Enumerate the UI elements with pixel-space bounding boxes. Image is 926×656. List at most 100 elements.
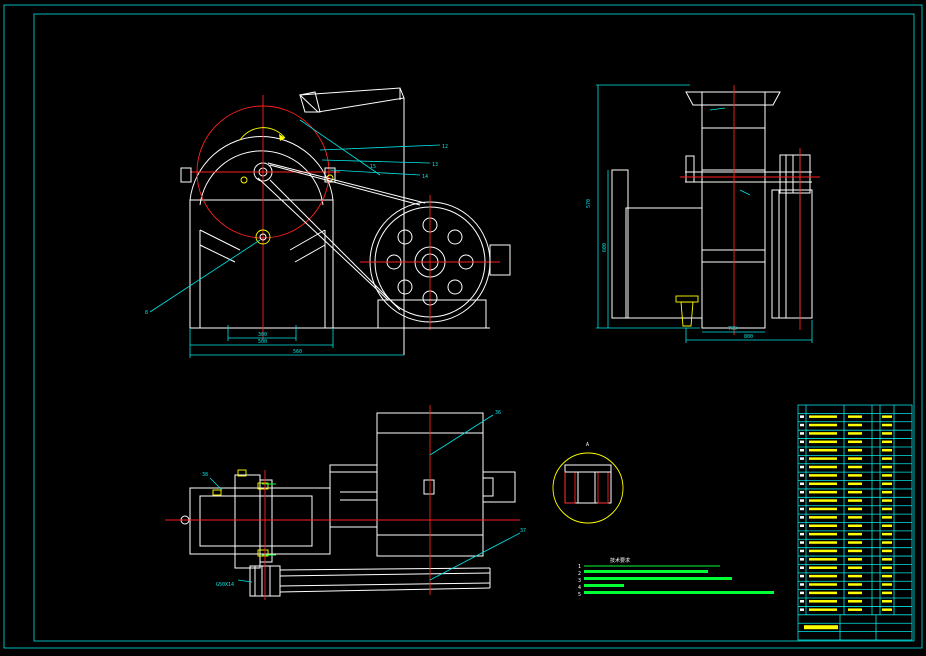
parts-code-cell <box>809 600 837 603</box>
side-dim-800: 800 <box>744 334 753 340</box>
parts-material-cell <box>882 574 892 578</box>
parts-code-cell <box>809 457 837 460</box>
parts-index-cell <box>800 591 804 595</box>
front-dim-300: 300 <box>258 332 267 338</box>
parts-name-cell <box>848 558 862 561</box>
parts-code-cell <box>809 465 837 469</box>
parts-index-cell <box>800 566 804 569</box>
parts-material-cell <box>882 457 892 460</box>
parts-name-cell <box>848 608 862 611</box>
parts-code-cell <box>809 490 837 494</box>
parts-index-cell <box>800 432 804 435</box>
parts-code-cell <box>809 574 837 578</box>
parts-material-cell <box>882 600 892 603</box>
parts-name-cell <box>848 482 862 486</box>
front-dim-560: 560 <box>293 349 302 355</box>
note-num-1: 1 <box>578 564 581 570</box>
parts-name-cell <box>848 566 862 569</box>
parts-material-cell <box>882 541 892 544</box>
side-dim-730: 730 <box>728 326 737 332</box>
front-dim-500: 500 <box>258 339 267 345</box>
parts-material-cell <box>882 566 892 569</box>
top-callout: G50X14 <box>216 582 234 588</box>
side-dim-600: 600 <box>602 243 608 252</box>
parts-material-cell <box>882 549 892 553</box>
balloon-8: 8 <box>145 310 148 316</box>
parts-name-cell <box>848 600 862 603</box>
parts-name-cell <box>848 499 862 502</box>
parts-index-cell <box>800 490 804 494</box>
parts-name-cell <box>848 448 862 452</box>
parts-code-cell <box>809 482 837 486</box>
parts-index-cell <box>800 465 804 469</box>
title-block-name <box>804 625 838 630</box>
parts-material-cell <box>882 499 892 502</box>
parts-code-cell <box>809 423 837 427</box>
parts-index-cell <box>800 415 804 418</box>
side-view: 570 600 730 800 <box>586 84 820 343</box>
side-dim-570: 570 <box>586 199 592 208</box>
parts-index-cell <box>800 608 804 611</box>
parts-index-cell <box>800 583 804 586</box>
balloon-12: 12 <box>442 144 448 150</box>
parts-material-cell <box>882 440 892 444</box>
parts-index-cell <box>800 448 804 452</box>
parts-code-cell <box>809 499 837 502</box>
parts-name-cell <box>848 549 862 553</box>
parts-material-cell <box>882 465 892 469</box>
note-num-2: 2 <box>578 571 581 577</box>
parts-code-cell <box>809 608 837 611</box>
parts-material-cell <box>882 474 892 477</box>
parts-code-cell <box>809 415 837 418</box>
parts-code-cell <box>809 583 837 586</box>
parts-code-cell <box>809 432 837 435</box>
parts-material-cell <box>882 482 892 486</box>
parts-index-cell <box>800 574 804 578</box>
parts-name-cell <box>848 490 862 494</box>
parts-name-cell <box>848 541 862 544</box>
parts-index-cell <box>800 482 804 486</box>
parts-name-cell <box>848 532 862 536</box>
parts-code-cell <box>809 541 837 544</box>
parts-name-cell <box>848 423 862 427</box>
parts-index-cell <box>800 507 804 511</box>
parts-code-cell <box>809 566 837 569</box>
parts-index-cell <box>800 532 804 536</box>
parts-index-cell <box>800 440 804 444</box>
parts-material-cell <box>882 591 892 595</box>
note-line-4 <box>584 584 624 587</box>
parts-material-cell <box>882 558 892 561</box>
parts-material-cell <box>882 423 892 427</box>
parts-material-cell <box>882 432 892 435</box>
balloon-14: 14 <box>422 174 428 180</box>
parts-index-cell <box>800 516 804 519</box>
parts-code-cell <box>809 558 837 561</box>
balloon-36: 36 <box>495 410 501 416</box>
parts-code-cell <box>809 507 837 511</box>
parts-code-cell <box>809 591 837 595</box>
notes-title: 技术要求 <box>610 557 630 564</box>
parts-name-cell <box>848 524 862 527</box>
detail-view: A <box>552 442 624 524</box>
parts-material-cell <box>882 490 892 494</box>
parts-index-cell <box>800 549 804 553</box>
parts-name-cell <box>848 457 862 460</box>
parts-index-cell <box>800 558 804 561</box>
parts-index-cell <box>800 457 804 460</box>
parts-name-cell <box>848 440 862 444</box>
balloon-38: 38 <box>202 472 208 478</box>
parts-name-cell <box>848 516 862 519</box>
outer-frame <box>3 4 923 649</box>
parts-code-cell <box>809 524 837 527</box>
parts-name-cell <box>848 583 862 586</box>
parts-name-cell <box>848 474 862 477</box>
parts-name-cell <box>848 591 862 595</box>
parts-code-cell <box>809 440 837 444</box>
balloon-37: 37 <box>520 528 526 534</box>
top-view: 36 37 38 G50X14 <box>165 405 526 600</box>
parts-index-cell <box>800 600 804 603</box>
detail-label: A <box>586 442 589 448</box>
note-num-3: 3 <box>578 578 581 584</box>
note-num-5: 5 <box>578 592 581 598</box>
